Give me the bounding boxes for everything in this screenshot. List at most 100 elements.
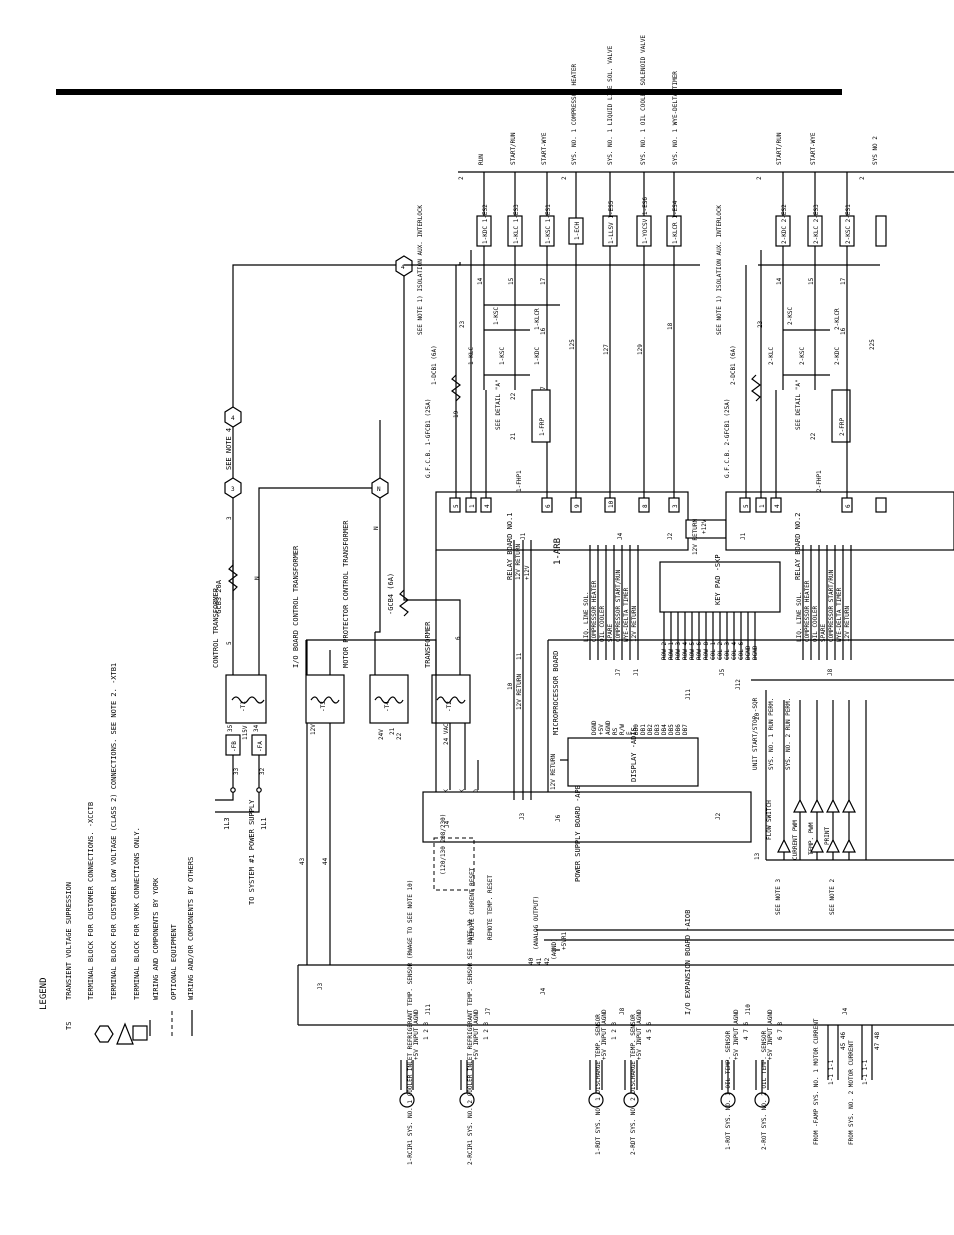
wire-44-label: 44 — [322, 857, 329, 865]
frp1-label: 1-FRP — [539, 418, 546, 436]
rb1-term: 10 — [608, 500, 615, 508]
see-note-1-label: SEE NOTE 1) ISOLATION AUX. INTERLOCK — [417, 205, 424, 335]
display-sig: DB7 — [682, 724, 689, 735]
legend-ts-text: TRANSIENT VOLTAGE SUPRESSION — [65, 882, 73, 1000]
wire-n-label: N — [254, 576, 261, 580]
gcb4-breaker-icon — [399, 589, 409, 617]
relay-board-1-title: RELAY BOARD NO.1 — [506, 513, 514, 580]
see-note-4-label: SEE NOTE 4 — [225, 428, 233, 470]
wire-3 — [232, 264, 404, 675]
display-sig: E — [626, 731, 633, 735]
sys1-wire-num: 15 — [508, 277, 515, 285]
square-icon — [132, 1025, 148, 1041]
sys2-run-perm: SYS. NO. 2 RUN PERM. — [785, 698, 792, 770]
triangle-icon — [826, 798, 840, 813]
display-sig: DB6 — [675, 724, 682, 735]
rb2-out: SPARE — [820, 624, 827, 642]
sensor-group: 1-RDT SYS. NO. 1 DISCHARGE TEMP. SENSOR … — [588, 1007, 626, 1155]
hexagon-icon — [94, 1025, 114, 1043]
t1-id: -T1 — [240, 701, 247, 712]
sensor-conn: J8 — [619, 1007, 626, 1015]
display-sig: DB2 — [647, 724, 654, 735]
sys1-wire-num: 127 — [603, 344, 610, 355]
wire-33-label: 33 — [233, 767, 240, 775]
t2-id: -T2 — [446, 701, 453, 712]
coil-box — [636, 215, 652, 247]
sensor-conn: J4 — [842, 1007, 849, 1015]
sys1-wire-num: 125 — [569, 339, 576, 350]
legend-ts-symbol: TS — [65, 1022, 73, 1030]
sensor-label: 2-RCIR1 SYS. NO. 2 COOLER INLET REFRIGER… — [467, 919, 474, 1165]
sensor-sig: +5V INPUT AGND — [413, 1009, 420, 1060]
sys1-contact: 1-KLCR — [534, 308, 541, 330]
current-pwm: CURRENT PWM — [792, 820, 799, 860]
sys2-wire-num: 15 — [808, 277, 815, 285]
sys1-col-label: SYS. NO. 1 OIL COOLER SOLENOID VALVE — [640, 35, 647, 165]
sys2-contact: 2-KDC — [834, 347, 841, 365]
coil-box — [666, 215, 682, 247]
sensor-label: 1-RCIR1 SYS. NO. 1 COOLER INLET REFRIGER… — [407, 880, 414, 1165]
sensor-label: 1-RDT SYS. NO. 1 DISCHARGE TEMP. SENSOR — [595, 1014, 602, 1155]
transformers: -T1 115V 35 34 CONTROL TRANSFORMER -T3 1… — [212, 520, 480, 800]
sys1-col-label: START-WYE — [541, 132, 548, 165]
wire-6-label: 6 — [455, 636, 462, 640]
rb2-term: 6 — [845, 504, 852, 508]
microprocessor-board: MICROPROCESSOR BOARD J7 J8 J5 J1 J11 J12 — [547, 639, 954, 740]
sys2-wire-num: 22 — [810, 432, 817, 440]
coil-icon — [310, 696, 340, 704]
gcb4-label: -GCB4 (6A) — [387, 573, 395, 615]
psu-j2: J2 — [715, 812, 722, 820]
hexagon-icon — [224, 477, 242, 499]
keypad-box — [659, 561, 781, 613]
see-note-3: SEE NOTE 3 — [775, 878, 782, 915]
triangle-icon — [842, 838, 856, 853]
sensor-group: 2-ROT SYS. NO. 2 OIL TEMP. SENSOR +5V IN… — [754, 1009, 784, 1150]
t2-voltage: 24 VAC — [443, 723, 450, 745]
exp-j4: J4 — [540, 987, 547, 995]
transformer-label: TRANSFORMER — [424, 621, 432, 668]
sensor-conn: J10 — [745, 1004, 752, 1015]
sys2-wire-num: 17 — [840, 277, 847, 285]
terminal-n-label: N — [377, 486, 381, 493]
flow-switch: FLOW SWITCH — [766, 800, 773, 840]
sys1-contact: 1-KLC — [468, 347, 475, 365]
switch-contact — [230, 787, 236, 793]
legend-square-text: TERMINAL BLOCK FOR YORK CONNECTIONS ONLY… — [133, 827, 141, 1000]
fhp1-label: 1-FHP1 — [516, 470, 523, 492]
coil-box — [875, 215, 887, 247]
rb1-term: 4 — [484, 504, 491, 508]
psu-box — [422, 791, 752, 843]
display-sig: DB1 — [640, 724, 647, 735]
keypad: KEY PAD -SKP ROW 2 ROW 1 ROW 3 ROW 4 ROW… — [659, 554, 781, 660]
sys2-contact: 2-KLCR — [834, 308, 841, 330]
rb1-out: WYE-DELTA TIMER — [623, 587, 630, 642]
breaker-icon — [451, 374, 461, 402]
sys1-run-perm: SYS. NO. 1 RUN PERM. — [768, 698, 775, 770]
sys1-wire-num: 18 — [667, 322, 674, 330]
triangle-icon — [810, 838, 824, 853]
sys1-coil: 1-LLSV 1-ES5 — [608, 200, 615, 244]
rb2-out: LIQ. LINE SOL. — [796, 591, 803, 642]
rb2-out: WYE-DELTA TIMER — [836, 587, 843, 642]
t3-voltage: 12V — [310, 724, 317, 735]
top-rule — [56, 89, 842, 95]
system-2-loads: START/RUN START-WYE SYS NO 2 2 2 2-KDC 2… — [716, 132, 954, 580]
io-transformer-label: I/O BOARD CONTROL TRANSFORMER — [292, 545, 300, 668]
t3-id: -T3 — [320, 701, 327, 712]
display-sig: DGND — [591, 720, 598, 735]
legend-dashed-text: OPTIONAL EQUIPMENT — [170, 923, 178, 1000]
expansion-title: I/O EXPANSION BOARD -AIOB — [684, 910, 692, 1015]
coil-box — [775, 215, 791, 247]
micro-j12: J12 — [735, 679, 742, 690]
psu-w11: 11 — [516, 652, 523, 660]
terminal-3-label: 3 — [231, 486, 235, 493]
display-sig: RS — [612, 727, 619, 735]
sensor-conn: J11 — [425, 1004, 432, 1015]
terminal-4b-label: 4 — [401, 264, 405, 271]
system-1-loads: RUN START/RUN START-WYE SYS. NO. 1 COMPR… — [417, 35, 954, 492]
sensor-pins: 6 7 8 — [777, 1022, 784, 1040]
sensor-pins: 4 7 6 — [743, 1022, 750, 1040]
legend-title: LEGEND — [39, 977, 49, 1010]
sys2-wire: 2 — [859, 176, 866, 180]
triangle-icon — [810, 798, 824, 813]
